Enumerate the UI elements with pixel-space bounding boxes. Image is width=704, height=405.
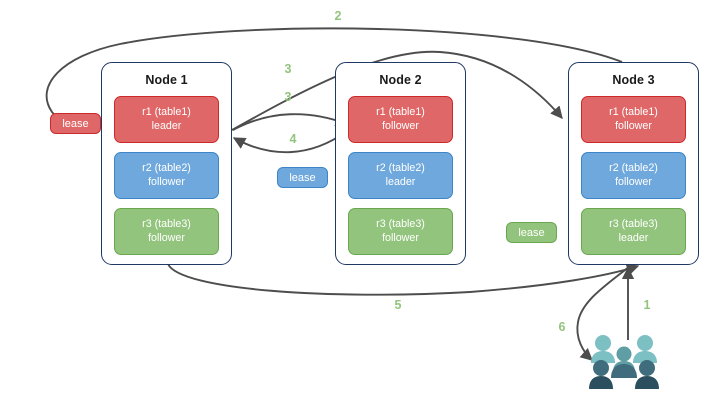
node-3-replica-r2-name: r2 (table2): [609, 162, 658, 174]
node-1-title: Node 1: [145, 73, 188, 87]
lease-pill-red-label: lease: [62, 117, 89, 130]
node-2-replica-r2[interactable]: r2 (table2) leader: [348, 152, 453, 199]
node-2-replica-r3-name: r3 (table3): [376, 218, 425, 230]
lease-pill-blue[interactable]: lease: [277, 167, 328, 188]
step-label-6: 6: [558, 320, 566, 334]
node-3-replica-r1-role: follower: [615, 119, 652, 132]
node-2-replica-r1-role: follower: [382, 119, 419, 132]
step-label-1: 1: [643, 298, 651, 312]
users-group-icon: [589, 335, 659, 389]
lease-pill-blue-label: lease: [289, 171, 316, 184]
node-3-replica-r3[interactable]: r3 (table3) leader: [581, 208, 686, 255]
lease-pill-green-label: lease: [518, 226, 545, 239]
node-2-replica-r3[interactable]: r3 (table3) follower: [348, 208, 453, 255]
node-1-replica-r3-name: r3 (table3): [142, 218, 191, 230]
node-1-replica-r2-role: follower: [148, 175, 185, 188]
node-1-replica-r3[interactable]: r3 (table3) follower: [114, 208, 219, 255]
node-2-replica-r2-name: r2 (table2): [376, 162, 425, 174]
step-label-4: 4: [289, 132, 297, 146]
node-1-replica-r1-name: r1 (table1): [142, 106, 191, 118]
node-2-title: Node 2: [379, 73, 422, 87]
node-3-replica-r3-role: leader: [618, 231, 649, 244]
node-3-replica-r2-role: follower: [615, 175, 652, 188]
node-panel-3[interactable]: Node 3 r1 (table1) follower r2 (table2) …: [568, 62, 699, 265]
step-label-2: 2: [334, 9, 342, 23]
arrow-step-3-to-node2: [232, 113, 349, 131]
node-3-replica-r2[interactable]: r2 (table2) follower: [581, 152, 686, 199]
node-1-replica-r1-role: leader: [151, 119, 182, 132]
step-label-3a: 3: [284, 62, 292, 76]
node-3-replica-r1-name: r1 (table1): [609, 106, 658, 118]
node-1-replica-r2[interactable]: r2 (table2) follower: [114, 152, 219, 199]
arrow-step-5: [167, 263, 640, 296]
node-2-replica-r2-role: leader: [385, 175, 416, 188]
lease-pill-green[interactable]: lease: [506, 222, 557, 243]
step-label-5: 5: [394, 298, 402, 312]
lease-pill-red[interactable]: lease: [50, 113, 101, 134]
step-label-3b: 3: [284, 90, 292, 104]
node-2-replica-r3-role: follower: [382, 231, 419, 244]
node-1-replica-r1[interactable]: r1 (table1) leader: [114, 96, 219, 143]
node-2-replica-r1-name: r1 (table1): [376, 106, 425, 118]
node-2-replica-r1[interactable]: r1 (table1) follower: [348, 96, 453, 143]
node-1-replica-r3-role: follower: [148, 231, 185, 244]
node-1-replica-r2-name: r2 (table2): [142, 162, 191, 174]
node-panel-1[interactable]: Node 1 r1 (table1) leader r2 (table2) fo…: [101, 62, 232, 265]
node-3-title: Node 3: [612, 73, 655, 87]
node-3-replica-r3-name: r3 (table3): [609, 218, 658, 230]
node-3-replica-r1[interactable]: r1 (table1) follower: [581, 96, 686, 143]
node-panel-2[interactable]: Node 2 r1 (table1) follower r2 (table2) …: [335, 62, 466, 265]
